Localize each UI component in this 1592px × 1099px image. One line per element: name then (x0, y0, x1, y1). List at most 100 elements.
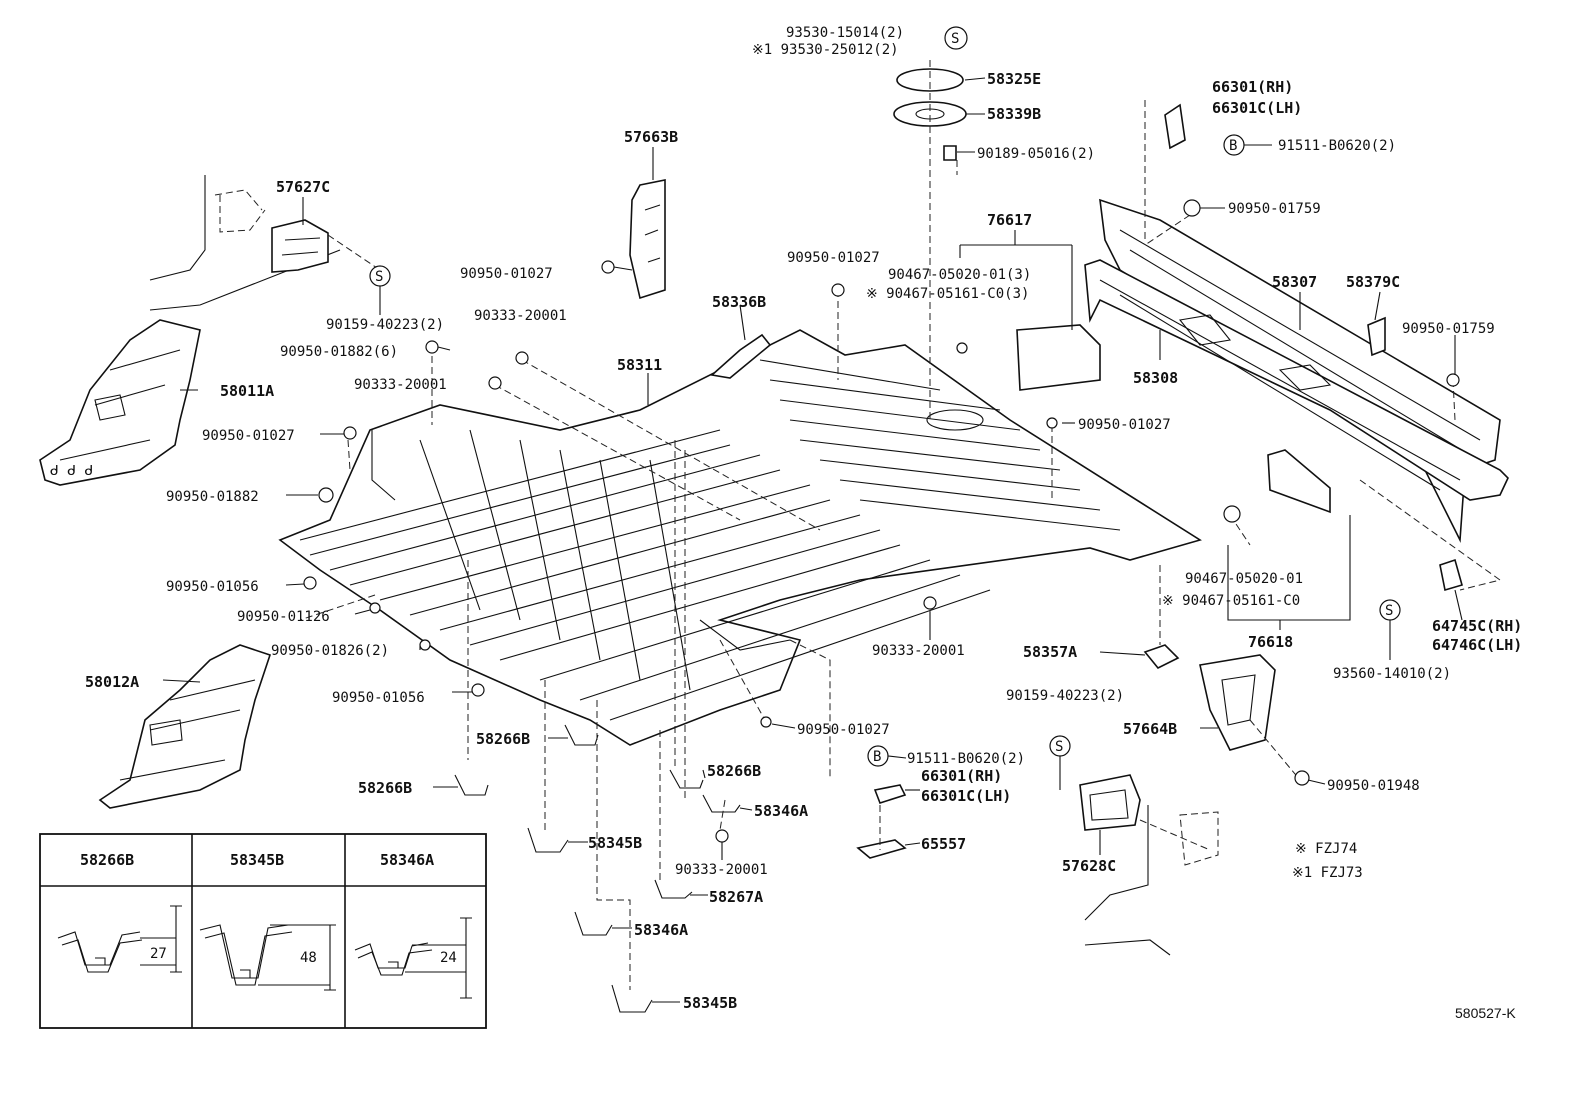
panel-57664b (1199, 654, 1276, 751)
label-57627c: 57627C (276, 178, 330, 196)
label-65557: 65557 (921, 835, 966, 853)
label-90333-20001-a: 90333-20001 (474, 308, 567, 324)
label-58266b-c: 58266B (707, 762, 761, 780)
bracket-57663b (601, 179, 666, 300)
label-76617: 76617 (987, 211, 1032, 229)
label-58266b-a: 58266B (476, 730, 530, 748)
label-90950-01882: 90950-01882 (166, 489, 259, 505)
label-58346a-b: 58346A (634, 921, 688, 939)
label-58379c: 58379C (1346, 273, 1400, 291)
label-58012a: 58012A (85, 673, 139, 691)
side-panel-58011a: ᑯ ᑯ ᑯ (39, 319, 201, 486)
label-90950-01027-b: 90950-01027 (460, 266, 553, 282)
label-90950-01027-e: 90950-01027 (797, 722, 890, 738)
b-symbol-top-text: B (1229, 138, 1237, 154)
note-fzj73: ※1 FZJ73 (1292, 865, 1363, 881)
label-66301-rh-top: 66301(RH) (1212, 78, 1293, 96)
label-91511-b0620-top: 91511-B0620(2) (1278, 138, 1396, 154)
label-90950-01027-a: 90950-01027 (787, 250, 880, 266)
inset-dim-24: 24 (440, 950, 457, 966)
clip-58346a-b (574, 911, 613, 936)
label-57628c: 57628C (1062, 857, 1116, 875)
svg-text:ᑯ ᑯ ᑯ: ᑯ ᑯ ᑯ (50, 463, 93, 479)
label-58011a: 58011A (220, 382, 274, 400)
s-symbol-top: S (944, 26, 968, 50)
clip-58345b-b (611, 984, 653, 1013)
b-symbol-top: B (1223, 134, 1245, 156)
label-58346a-a: 58346A (754, 802, 808, 820)
label-90950-01759-a: 90950-01759 (1228, 201, 1321, 217)
bracket-66301-bottom (873, 784, 907, 804)
label-90950-01027-d: 90950-01027 (202, 428, 295, 444)
inset-header-58346a: 58346A (380, 851, 434, 869)
clip-58266b-c (669, 769, 704, 789)
label-90467-05161-c0-3: ※ 90467-05161-C0(3) (866, 286, 1029, 302)
label-90950-01759-b: 90950-01759 (1402, 321, 1495, 337)
label-58336b: 58336B (712, 293, 766, 311)
label-90950-01882-6: 90950-01882(6) (280, 344, 398, 360)
side-panel-58012a (98, 644, 272, 809)
part-labels: 93530-15014(2) ※1 93530-25012(2) 58325E … (85, 25, 1522, 1021)
inset-dim-48: 48 (300, 950, 317, 966)
clip-58346a-a (702, 794, 741, 813)
label-57664b: 57664B (1123, 720, 1177, 738)
label-93560-14010: 93560-14010(2) (1333, 666, 1451, 682)
label-64745c: 64745C(RH) (1432, 617, 1522, 635)
label-58357a: 58357A (1023, 643, 1077, 661)
label-58345b-a: 58345B (588, 834, 642, 852)
label-90333-20001-c: 90333-20001 (872, 643, 965, 659)
label-91511-b0620-b: 91511-B0620(2) (907, 751, 1025, 767)
inset-table: 58266B 58345B 58346A 27 48 24 (39, 833, 487, 1029)
dashed-assembly-lines (299, 160, 1502, 990)
label-58311: 58311 (617, 356, 662, 374)
body-outline-lower-right (1084, 805, 1149, 921)
label-90189-05016: 90189-05016(2) (977, 146, 1095, 162)
label-90159-40223-b: 90159-40223(2) (1006, 688, 1124, 704)
body-outline-lower-right-2 (1084, 939, 1171, 956)
label-58267a: 58267A (709, 888, 763, 906)
label-90950-01056-a: 90950-01056 (166, 579, 259, 595)
inset-dim-27: 27 (150, 946, 167, 962)
grommet-marks (303, 199, 1460, 843)
s-symbol-mid-text: S (1055, 739, 1063, 755)
crossmember-58308 (1084, 259, 1509, 501)
label-57663b: 57663B (624, 128, 678, 146)
label-90467-05020-01: 90467-05020-01 (1185, 571, 1303, 587)
s-symbol-mid: S (1049, 735, 1071, 757)
b-symbol-mid: B (867, 745, 889, 767)
label-58308: 58308 (1133, 369, 1178, 387)
s-symbol-left-text: S (375, 269, 383, 285)
label-66301c-lh-top: 66301C(LH) (1212, 99, 1302, 117)
label-66301c-lh-b: 66301C(LH) (921, 787, 1011, 805)
bracket-66301-top (1144, 100, 1186, 240)
s-symbol-left: S (369, 265, 391, 287)
bracket-65557 (856, 839, 907, 859)
clip-58266b-a (564, 724, 599, 746)
bolt-90189-05016 (943, 145, 957, 161)
label-76618: 76618 (1248, 633, 1293, 651)
label-90159-40223-a: 90159-40223(2) (326, 317, 444, 333)
cap-58325e (896, 68, 964, 92)
s-symbol-right: S (1379, 599, 1401, 621)
label-90950-01826-2: 90950-01826(2) (271, 643, 389, 659)
label-58325e: 58325E (987, 70, 1041, 88)
clip-58267a (654, 879, 693, 899)
plate-58379c (1367, 316, 1386, 357)
leader-lines (162, 77, 1463, 1003)
diagram-code: 580527-K (1455, 1005, 1516, 1021)
s-symbol-top-text: S (951, 31, 959, 47)
label-90467-05020-01-3: 90467-05020-01(3) (888, 267, 1031, 283)
label-90467-05161-c0: ※ 90467-05161-C0 (1162, 593, 1300, 609)
label-90950-01027-c: 90950-01027 (1078, 417, 1171, 433)
clip-58266b-b (454, 774, 489, 796)
plate-76617 (959, 230, 1101, 391)
bracket-58336b (710, 333, 772, 379)
inset-header-58345b: 58345B (230, 851, 284, 869)
label-58307: 58307 (1272, 273, 1317, 291)
label-90950-01056-b: 90950-01056 (332, 690, 425, 706)
label-64746c: 64746C(LH) (1432, 636, 1522, 654)
inset-header-58266b: 58266B (80, 851, 134, 869)
s-symbol-right-text: S (1385, 603, 1393, 619)
label-58266b-b: 58266B (358, 779, 412, 797)
bracket-64745c (1439, 558, 1463, 592)
